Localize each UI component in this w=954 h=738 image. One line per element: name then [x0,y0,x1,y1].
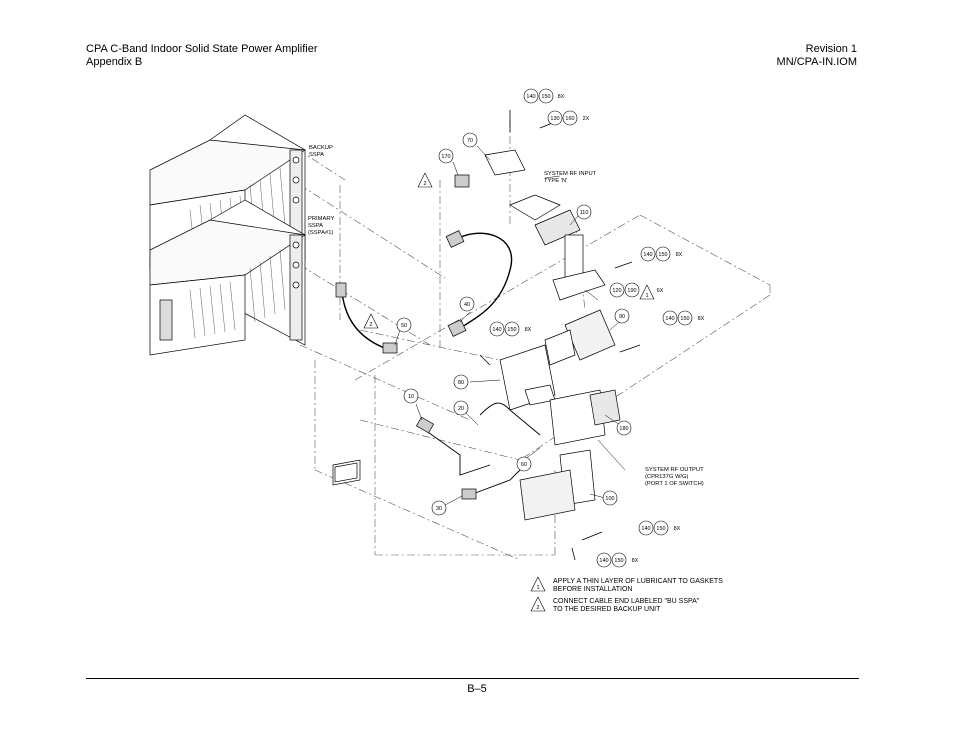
rf-output-label-line1: SYSTEM RF OUTPUT [645,467,704,473]
rf-input-label-line2: TYPE 'N' [544,178,567,184]
appendix-label: Appendix B [86,56,143,68]
note-2-line1: CONNECT CABLE END LABELED "BU SSPA" [553,598,700,605]
callout-110: 110 [580,210,589,216]
callout-150: 150 [507,327,516,333]
backup-sspa-label-line1: BACKUP [309,145,333,151]
header-right: Revision 1 MN/CPA-IN.IOM [777,43,857,69]
centerlines [244,114,771,561]
callout-150: 150 [656,526,665,532]
callout-70: 70 [467,138,473,144]
callout-30: 30 [436,506,442,512]
flag-1: 1 [645,293,648,299]
fasteners [479,110,641,561]
document-title: CPA C-Band Indoor Solid State Power Ampl… [86,43,318,55]
component-labels: BACKUP SSPA PRIMARY SSPA (SSPA#1) SYSTEM… [308,145,704,487]
leader-lines [394,145,626,506]
quantity-label: 8X [676,252,683,258]
callout-100: 100 [605,496,614,502]
callout-140: 140 [665,316,674,322]
backup-sspa-label-line2: SSPA [309,152,324,158]
callout-20: 20 [458,406,464,412]
quantity-label: 6X [657,288,664,294]
primary-sspa-label-line1: PRIMARY [308,216,334,222]
primary-sspa-chassis [149,199,306,356]
primary-sspa-label-line2: SSPA [308,223,323,229]
flag-2: 2 [369,322,372,328]
callout-140: 140 [641,526,650,532]
flag-2: 2 [536,605,539,611]
rf-cable-assembly [341,232,541,496]
callout-140: 140 [599,558,608,564]
general-notes: APPLY A THIN LAYER OF LUBRICANT TO GASKE… [553,578,723,613]
callout-150: 150 [658,252,667,258]
callout-120: 120 [612,288,621,294]
quantity-label: 8X [632,558,639,564]
callout-140: 140 [643,252,652,258]
callout-130: 130 [550,116,559,122]
document-number: MN/CPA-IN.IOM [776,56,857,68]
callout-40: 40 [464,302,470,308]
revision-label: Revision 1 [805,43,857,55]
footer-rule [86,678,859,679]
quantity-label: 8X [558,94,565,100]
note-2-line2: TO THE DESIRED BACKUP UNIT [553,606,661,613]
callout-150: 150 [541,94,550,100]
note-flag-numbers: 2 2 1 1 2 [369,181,648,611]
callout-150: 150 [680,316,689,322]
header-left: CPA C-Band Indoor Solid State Power Ampl… [86,43,318,69]
flag-2: 2 [423,181,426,187]
callout-160: 160 [565,116,574,122]
callout-150: 150 [614,558,623,564]
quantity-label: 2X [583,116,590,122]
note-flags [363,172,655,612]
waveguide-components [332,149,621,521]
callout-90: 90 [619,314,625,320]
callout-180: 180 [619,426,628,432]
callout-190: 190 [627,288,636,294]
callout-numbers: 140 150 8X 130 160 2X 70 170 110 140 150… [401,94,705,564]
quantity-label: 8X [674,526,681,532]
callout-10: 10 [408,394,414,400]
connectors [335,174,477,500]
callout-60: 60 [521,462,527,468]
quantity-label: 8X [698,316,705,322]
primary-sspa-label-line3: (SSPA#1) [308,230,333,236]
rf-output-label-line3: (PORT 1 OF SWITCH) [645,481,704,487]
callout-80: 80 [458,380,464,386]
note-1-line1: APPLY A THIN LAYER OF LUBRICANT TO GASKE… [553,578,723,585]
rf-output-label-line2: (CPR137G W/G) [645,474,689,480]
callout-140: 140 [526,94,535,100]
rf-input-label-line1: SYSTEM RF INPUT [544,171,597,177]
callout-140: 140 [492,327,501,333]
page-number: B–5 [467,683,487,695]
callout-50: 50 [401,323,407,329]
callout-170: 170 [441,154,450,160]
callout-bubbles [396,88,693,568]
flag-1: 1 [536,585,539,591]
quantity-label: 8X [525,327,532,333]
note-1-line2: BEFORE INSTALLATION [553,586,632,593]
